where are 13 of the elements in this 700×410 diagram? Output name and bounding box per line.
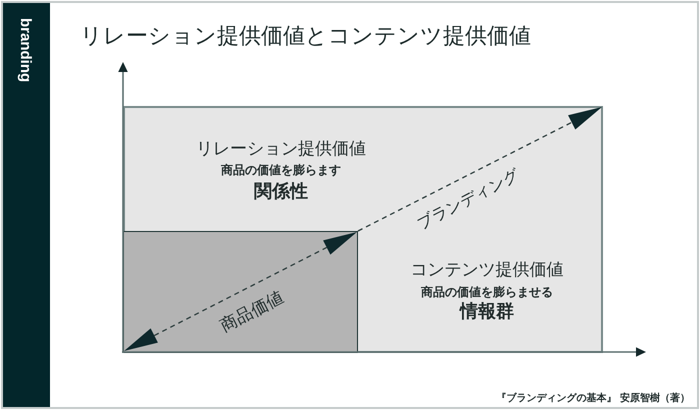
region-keyword: 関係性 — [254, 181, 308, 202]
region-heading: リレーション提供価値 — [196, 139, 366, 159]
region-keyword: 情報群 — [460, 301, 514, 322]
region-subtext: 商品の価値を膨らませる — [421, 285, 553, 299]
side-label: branding — [16, 18, 34, 82]
region-heading: コンテンツ提供価値 — [410, 260, 564, 280]
arrow-label: ブランディング — [414, 164, 522, 234]
value-area — [123, 106, 603, 353]
source-note: 『ブランディングの基本』 安原智樹（著） — [496, 393, 690, 405]
arrow-label: 商品価値 — [217, 288, 287, 336]
title: リレーション提供価値とコンテンツ提供価値 — [80, 23, 531, 51]
region-subtext: 商品の価値を膨らます — [221, 163, 341, 177]
side-band — [3, 3, 50, 407]
